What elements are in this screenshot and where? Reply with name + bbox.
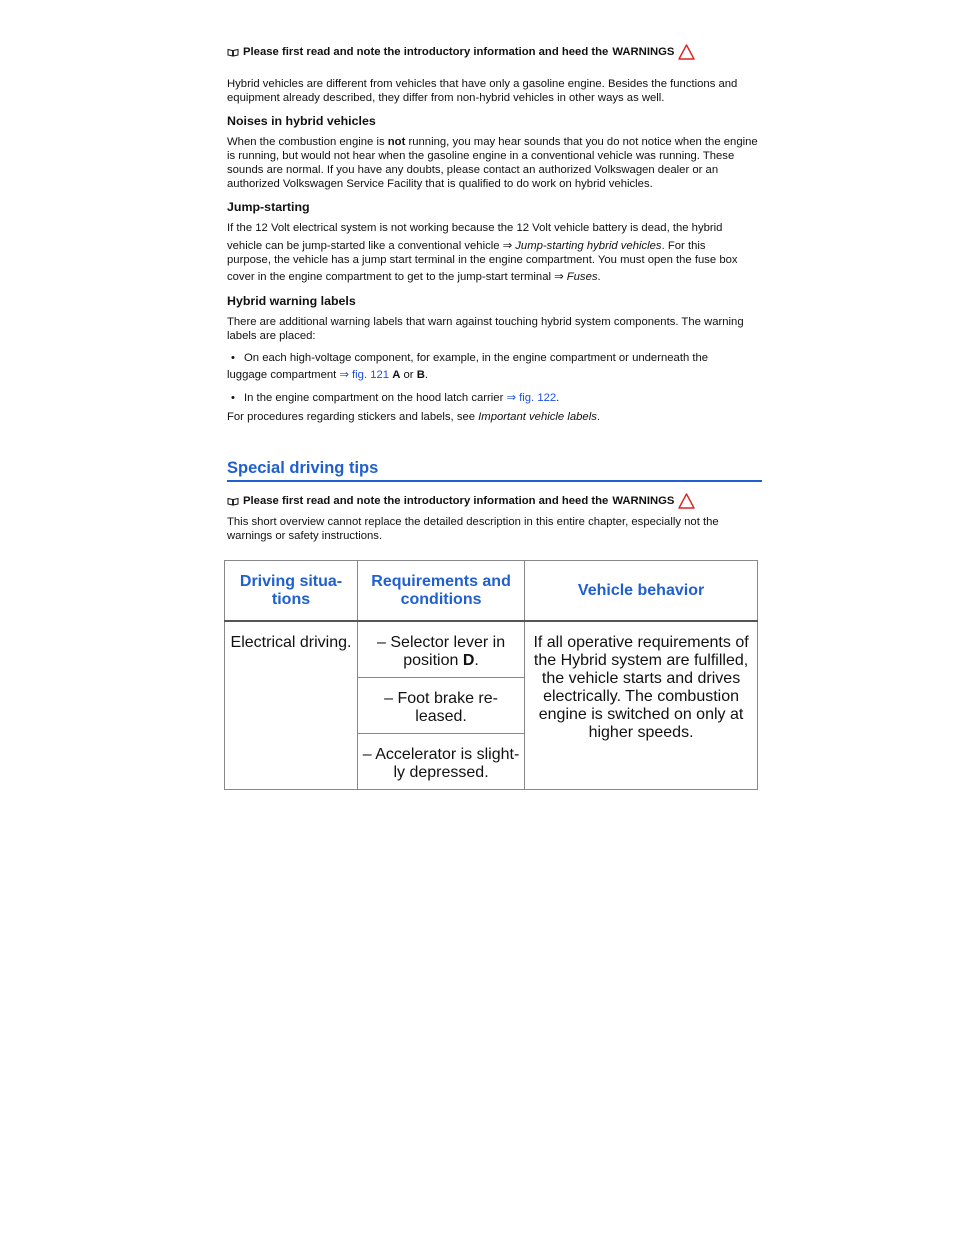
labels-heading: Hybrid warning labels: [227, 294, 356, 308]
intro-note: Please first read and note the introduct…: [227, 44, 696, 60]
requirement-cell: – Selector lever in position D.: [357, 620, 526, 678]
intro-note-2: Please first read and note the introduct…: [227, 493, 696, 509]
jump-starting-link[interactable]: Jump-starting hybrid vehicles: [515, 240, 662, 252]
jump-heading: Jump-starting: [227, 200, 310, 214]
book-icon: [227, 48, 239, 57]
warnings-link[interactable]: WARNINGS: [612, 46, 675, 58]
labels-intro: There are additional warning labels that…: [227, 316, 744, 342]
warning-triangle-icon: [678, 44, 696, 60]
procedures-text: For procedures regarding stickers and la…: [227, 411, 600, 423]
requirement-cell: – Foot brake re- leased.: [357, 676, 526, 734]
behavior-cell: If all operative requirements of the Hyb…: [524, 620, 758, 790]
fig-121-link[interactable]: ⇒ fig. 121: [339, 369, 390, 381]
noises-paragraph: When the combustion engine is not runnin…: [227, 136, 758, 190]
overview-paragraph: This short overview cannot replace the d…: [227, 516, 719, 542]
list-item-continuation: luggage compartment ⇒ fig. 121 A or B.: [227, 369, 429, 381]
fig-122-link[interactable]: ⇒ fig. 122: [506, 392, 557, 404]
requirement-cell: – Accelerator is slight- ly depressed.: [357, 732, 526, 790]
table-header: Driving situa- tions: [223, 560, 359, 622]
jump-line-4: cover in the engine compartment to get t…: [227, 271, 601, 283]
intro-note-text: Please first read and note the introduct…: [243, 46, 609, 58]
intro-paragraph: Hybrid vehicles are different from vehic…: [227, 78, 738, 104]
jump-line-2: vehicle can be jump-started like a conve…: [227, 240, 706, 252]
fuses-link[interactable]: Fuses: [566, 271, 598, 283]
section-title: Special driving tips: [227, 459, 762, 482]
situation-cell: Electrical driving.: [223, 620, 359, 790]
book-icon: [227, 497, 239, 506]
noises-heading: Noises in hybrid vehicles: [227, 114, 376, 128]
warning-triangle-icon: [678, 493, 696, 509]
driving-tips-table: Driving situa- tions Requirements and co…: [223, 560, 758, 790]
important-labels-link[interactable]: Important vehicle labels: [478, 411, 597, 423]
table-header: Vehicle behavior: [524, 560, 758, 622]
jump-line-3: purpose, the vehicle has a jump start te…: [227, 254, 738, 266]
jump-line-1: If the 12 Volt electrical system is not …: [227, 222, 723, 234]
intro-note-text: Please first read and note the introduct…: [243, 495, 609, 507]
warnings-link[interactable]: WARNINGS: [612, 495, 675, 507]
table-header: Requirements and conditions: [357, 560, 526, 622]
